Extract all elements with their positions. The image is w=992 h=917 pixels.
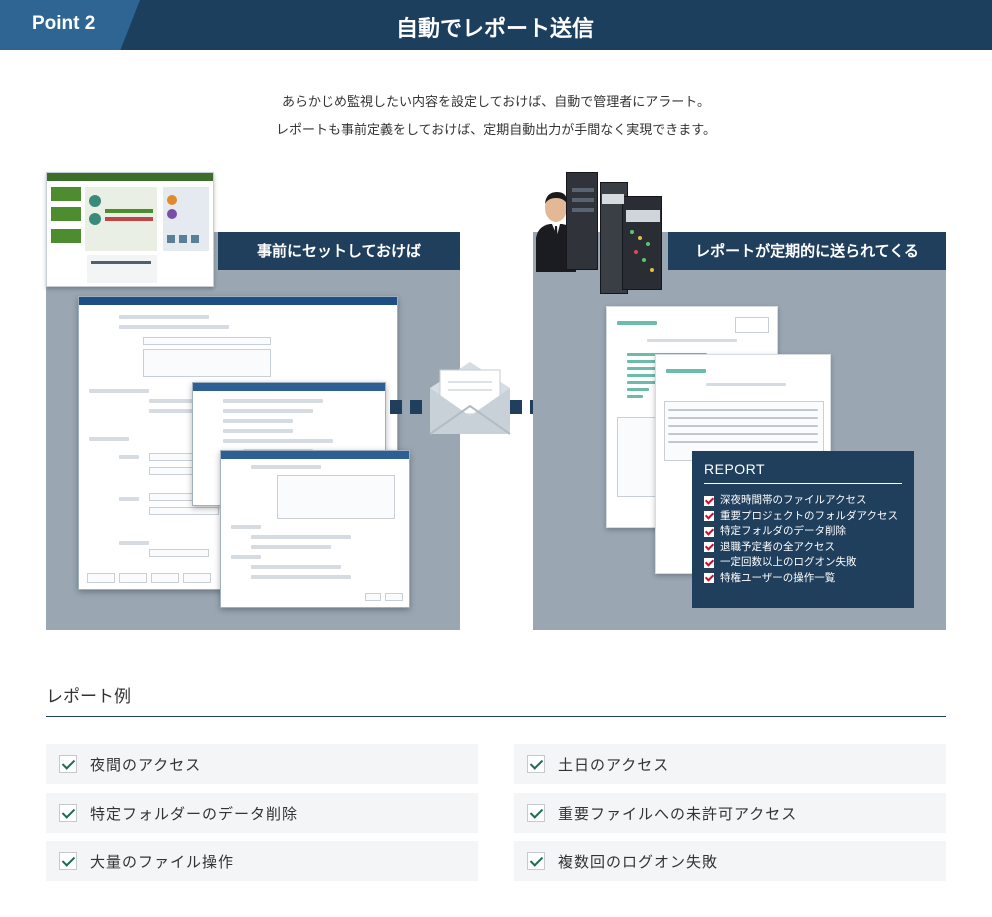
check-icon: [59, 852, 77, 870]
mail-notification-dialog: [220, 450, 410, 608]
arrow-segment: [510, 400, 522, 414]
example-item: 土日のアクセス: [514, 744, 946, 784]
intro-line-2: レポートも事前定義をしておけば、定期自動出力が手間なく実現できます。: [276, 123, 716, 138]
point-label: Point 2: [32, 13, 96, 34]
checkbox-icon: [704, 511, 714, 522]
checkbox-icon: [704, 542, 714, 553]
checkbox-icon: [704, 557, 714, 568]
check-icon: [527, 804, 545, 822]
dashboard-screenshot: [46, 172, 214, 287]
report-divider: [704, 483, 902, 484]
report-item: 深夜時間帯のファイルアクセス: [704, 493, 898, 509]
report-panel-title: レポートが定期的に送られてくる: [668, 232, 946, 270]
checkbox-icon: [704, 526, 714, 537]
report-item: 特定フォルダのデータ削除: [704, 524, 898, 540]
report-item: 特権ユーザーの操作一覧: [704, 571, 898, 587]
report-summary-box: REPORT 深夜時間帯のファイルアクセス 重要プロジェクトのフォルダアクセス …: [692, 451, 914, 608]
section-title: 自動でレポート送信: [395, 17, 594, 42]
setup-panel-title: 事前にセットしておけば: [218, 232, 460, 270]
example-item: 夜間のアクセス: [46, 744, 478, 784]
report-item: 退職予定者の全アクセス: [704, 540, 898, 556]
rack-lights: [572, 188, 660, 272]
check-icon: [59, 755, 77, 773]
checkbox-icon: [704, 573, 714, 584]
example-item: 特定フォルダーのデータ削除: [46, 793, 478, 833]
check-icon: [527, 852, 545, 870]
example-item: 大量のファイル操作: [46, 841, 478, 881]
report-title: REPORT: [704, 461, 766, 477]
report-item: 一定回数以上のログオン失敗: [704, 555, 898, 571]
intro-line-1: あらかじめ監視したい内容を設定しておけば、自動で管理者にアラート。: [282, 95, 710, 110]
examples-divider: [46, 716, 946, 717]
check-icon: [59, 804, 77, 822]
checkbox-icon: [704, 495, 714, 506]
arrow-segment: [390, 400, 402, 414]
arrow-segment: [410, 400, 422, 414]
check-icon: [527, 755, 545, 773]
envelope-icon: [429, 362, 511, 435]
section-header: Point 2 自動でレポート送信: [0, 0, 992, 50]
point-tab: [0, 0, 140, 50]
report-item: 重要プロジェクトのフォルダアクセス: [704, 509, 898, 525]
example-item: 重要ファイルへの未許可アクセス: [514, 793, 946, 833]
report-item-list: 深夜時間帯のファイルアクセス 重要プロジェクトのフォルダアクセス 特定フォルダの…: [704, 493, 898, 586]
examples-heading: レポート例: [46, 687, 131, 707]
example-item: 複数回のログオン失敗: [514, 841, 946, 881]
